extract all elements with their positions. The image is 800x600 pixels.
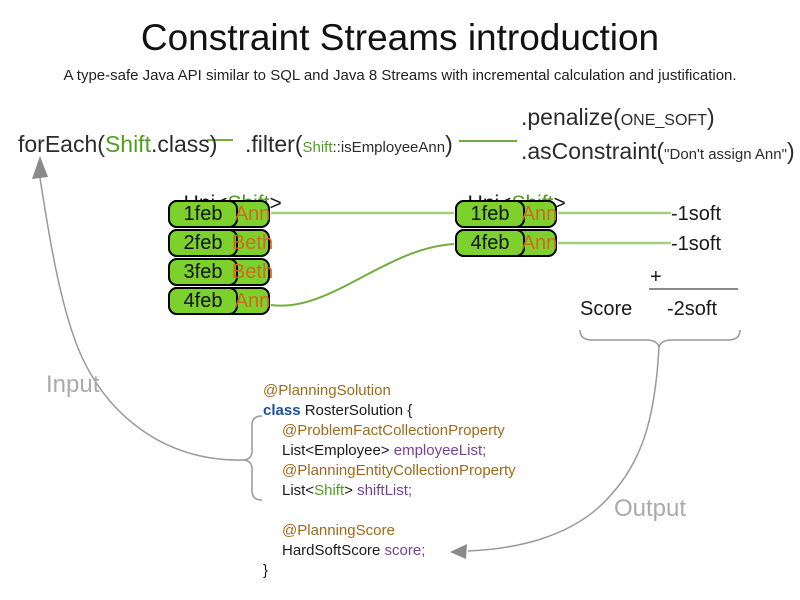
code-token: Shift: [314, 482, 345, 499]
code-line: @ProblemFactCollectionProperty: [263, 421, 516, 441]
filter-suffix: ): [445, 131, 453, 157]
penalize-suffix: ): [706, 104, 715, 130]
plus-sign: +: [650, 266, 662, 288]
shift-employee-cell: Ann: [521, 231, 558, 254]
shift-date-cell: 2feb: [168, 229, 238, 257]
uni-suffix: >: [269, 192, 282, 215]
asconstraint-prefix: .asConstraint(: [521, 138, 665, 164]
code-left-brace: [243, 415, 263, 501]
code-line: List<Employee> employeeList;: [263, 441, 516, 461]
code-token: @ProblemFactCollectionProperty: [282, 422, 505, 439]
code-token: >: [344, 482, 358, 499]
penalize-prefix: .penalize(: [521, 104, 621, 130]
code-token: @PlanningEntityCollectionProperty: [282, 462, 516, 479]
penalize-arg: ONE_SOFT: [620, 112, 707, 129]
penalize-expression: .penalize(ONE_SOFT): [521, 102, 795, 136]
foreach-expression: forEach(Shift.class): [18, 131, 217, 158]
penalize-block: .penalize(ONE_SOFT) .asConstraint("Don't…: [521, 102, 795, 170]
code-token: List<Employee>: [282, 442, 394, 459]
shift-date-cell: 3feb: [168, 258, 238, 286]
code-token: List<: [282, 482, 315, 499]
page-subtitle: A type-safe Java API similar to SQL and …: [63, 67, 737, 84]
code-line: List<Shift> shiftList;: [263, 481, 516, 501]
asconstraint-suffix: ): [786, 138, 795, 164]
shift-date-cell: 4feb: [168, 287, 238, 315]
code-line: @PlanningSolution: [263, 381, 516, 401]
shift-employee-cell: Ann: [234, 289, 271, 312]
code-token: shiftList;: [357, 482, 413, 499]
shift-employee-cell: Beth: [231, 260, 274, 283]
input-arrowhead: [32, 156, 48, 179]
match-score-2: -1soft: [671, 233, 722, 255]
foreach-type: Shift: [104, 131, 151, 157]
code-token: @PlanningScore: [282, 522, 395, 539]
match-score-1: -1soft: [671, 203, 722, 225]
code-token: @PlanningSolution: [263, 382, 391, 399]
page-title: Constraint Streams introduction: [140, 17, 660, 58]
code-token: HardSoftScore: [282, 542, 385, 559]
code-line: HardSoftScore score;: [263, 541, 516, 561]
output-label: Output: [614, 495, 687, 522]
code-line: }: [263, 561, 516, 581]
filter-arg-type: Shift: [302, 139, 333, 156]
code-token: }: [263, 562, 269, 579]
code-line: @PlanningEntityCollectionProperty: [263, 461, 516, 481]
connector-row-4feb-curve: [270, 243, 455, 307]
filter-prefix: .filter(: [245, 131, 303, 157]
shift-date-cell: 1feb: [455, 200, 525, 228]
shift-employee-cell: Beth: [231, 231, 274, 254]
filter-expression: .filter(Shift::isEmployeeAnn): [245, 131, 453, 158]
code-token: employeeList;: [393, 442, 487, 459]
foreach-prefix: forEach(: [18, 131, 105, 157]
shift-employee-cell: Ann: [234, 202, 271, 225]
code-token: class: [263, 402, 301, 419]
code-token: score;: [384, 542, 426, 559]
code-token: RosterSolution {: [300, 402, 413, 419]
code-line: [263, 501, 516, 521]
score-bottom-brace: [579, 329, 741, 350]
asconstraint-arg: "Don't assign Ann": [664, 146, 787, 163]
shift-date-cell: 1feb: [168, 200, 238, 228]
foreach-suffix: .class): [150, 131, 218, 157]
asconstraint-expression: .asConstraint("Don't assign Ann"): [521, 136, 795, 170]
total-score: -2soft: [667, 298, 718, 320]
score-label: Score: [580, 298, 633, 320]
filter-arg-rest: ::isEmployeeAnn: [332, 139, 446, 156]
input-label: Input: [46, 371, 100, 398]
code-line: @PlanningScore: [263, 521, 516, 541]
shift-employee-cell: Ann: [521, 202, 558, 225]
code-line: class RosterSolution {: [263, 401, 516, 421]
shift-date-cell: 4feb: [455, 229, 525, 257]
